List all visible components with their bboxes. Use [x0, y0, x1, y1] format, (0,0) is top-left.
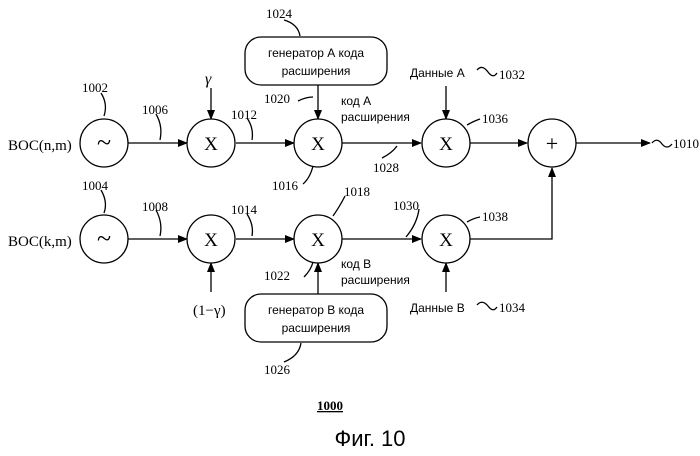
source-top-label: BOC(n,m)	[8, 138, 72, 154]
ref-1032: 1032	[499, 67, 525, 82]
generator-a-line1: генератор А кода	[268, 46, 364, 60]
ref-1010: 1010	[673, 136, 699, 151]
multiply-symbol: X	[439, 134, 453, 155]
ref-1016: 1016	[272, 178, 299, 193]
code-a-line1: код А	[341, 94, 371, 108]
figure-caption: Фиг. 10	[334, 426, 405, 451]
multiplier-1: X	[187, 119, 235, 167]
sine-icon: ~	[97, 128, 111, 157]
code-a-line2: расширения	[341, 110, 410, 124]
data-b-label: Данные В	[410, 301, 465, 315]
multiplier-2: X	[187, 215, 235, 263]
ref-1028: 1028	[373, 160, 399, 175]
generator-a: генератор А кода расширения	[245, 37, 387, 85]
ref-1038: 1038	[482, 209, 508, 224]
wire-mult6-to-adder	[470, 168, 552, 239]
multiply-symbol: X	[204, 230, 218, 251]
ref-1030: 1030	[393, 198, 419, 213]
ref-1020: 1020	[264, 91, 290, 106]
ref-1012: 1012	[231, 107, 257, 122]
multiplier-3: X	[294, 119, 342, 167]
ref-1026: 1026	[264, 362, 291, 377]
multiplier-6: X	[422, 215, 470, 263]
ref-1006: 1006	[142, 102, 169, 117]
ref-1018: 1018	[344, 184, 370, 199]
multiply-symbol: X	[311, 230, 325, 251]
generator-b-line1: генератор В кода	[268, 303, 364, 317]
ref-1034: 1034	[499, 300, 526, 315]
source-bottom-label: BOC(k,m)	[8, 234, 72, 250]
ref-1024: 1024	[266, 6, 293, 21]
adder: +	[528, 119, 576, 167]
one-minus-gamma-label: (1−γ)	[193, 303, 226, 319]
multiplier-5: X	[422, 119, 470, 167]
gamma-label: γ	[205, 71, 212, 88]
generator-b-line2: расширения	[282, 321, 351, 335]
ref-1002: 1002	[82, 80, 108, 95]
code-b-line2: расширения	[341, 273, 410, 287]
plus-symbol: +	[546, 131, 558, 156]
data-a-label: Данные А	[410, 66, 465, 80]
ref-1036: 1036	[482, 111, 509, 126]
ref-1004: 1004	[82, 178, 109, 193]
ref-1014: 1014	[231, 202, 258, 217]
oscillator-bottom: ~	[80, 215, 128, 263]
multiplier-4: X	[294, 215, 342, 263]
generator-b: генератор В кода расширения	[245, 294, 387, 342]
oscillator-top: ~	[80, 119, 128, 167]
multiply-symbol: X	[311, 134, 325, 155]
generator-a-line2: расширения	[282, 64, 351, 78]
sine-icon: ~	[97, 224, 111, 253]
ref-1008: 1008	[142, 199, 168, 214]
multiply-symbol: X	[204, 134, 218, 155]
code-b-line1: код В	[341, 257, 371, 271]
ref-1022: 1022	[264, 268, 290, 283]
multiply-symbol: X	[439, 230, 453, 251]
figure-number: 1000	[317, 398, 343, 413]
